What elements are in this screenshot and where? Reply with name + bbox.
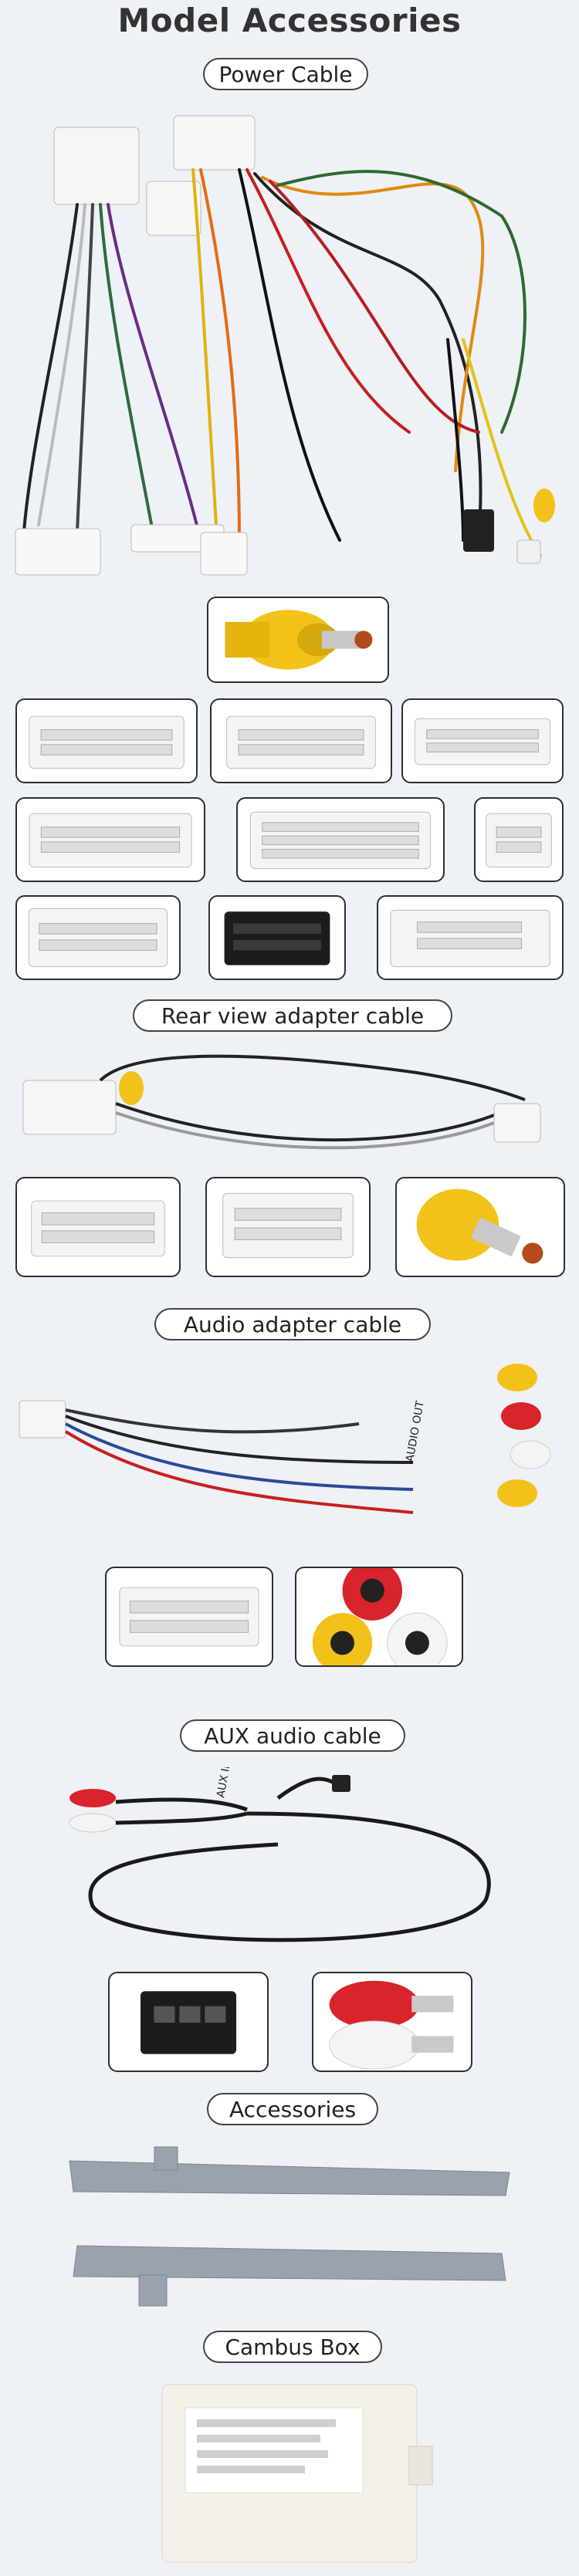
rear-view-connector-photo-2 bbox=[205, 1177, 371, 1277]
connector-photo-7 bbox=[15, 895, 181, 980]
aux-audio-cable-photo: AUX IN bbox=[46, 1767, 525, 1968]
aux-rca-pair-photo bbox=[312, 1972, 472, 2072]
connector-photo-4 bbox=[15, 797, 205, 882]
section-pill-aux-audio: AUX audio cable bbox=[180, 1719, 405, 1752]
cambus-box-photo bbox=[154, 2377, 440, 2570]
power-cable-harness-photo bbox=[8, 108, 567, 587]
audio-out-label: AUDIO OUT bbox=[404, 1400, 427, 1463]
connector-photo-5 bbox=[236, 797, 445, 882]
section-pill-accessories: Accessories bbox=[207, 2093, 378, 2125]
connector-photo-2 bbox=[210, 698, 392, 783]
rear-view-adapter-cable-photo bbox=[15, 1042, 564, 1158]
audio-adapter-cable-photo: AUDIO OUT bbox=[12, 1354, 564, 1540]
connector-photo-1 bbox=[15, 698, 198, 783]
aux-connector-black-photo bbox=[108, 1972, 269, 2072]
audio-adapter-rca-trio-photo bbox=[295, 1567, 463, 1667]
connector-photo-9 bbox=[377, 895, 564, 980]
rear-view-connector-photo-1 bbox=[15, 1177, 181, 1277]
connector-photo-8-black bbox=[208, 895, 346, 980]
section-pill-rear-view-adapter: Rear view adapter cable bbox=[133, 999, 452, 1032]
mounting-brackets-photo bbox=[62, 2138, 525, 2315]
connector-photo-6 bbox=[474, 797, 564, 882]
aux-in-label: AUX IN bbox=[215, 1767, 233, 1799]
section-pill-audio-adapter: Audio adapter cable bbox=[154, 1308, 431, 1340]
section-pill-cambus-box: Cambus Box bbox=[203, 2331, 382, 2363]
section-pill-power-cable: Power Cable bbox=[203, 58, 368, 90]
page-title: Model Accessories bbox=[117, 2, 462, 39]
rear-view-rca-yellow-photo bbox=[395, 1177, 565, 1277]
connector-photo-3 bbox=[401, 698, 564, 783]
power-cable-rca-yellow-photo bbox=[207, 597, 389, 683]
audio-adapter-connector-photo bbox=[105, 1567, 273, 1667]
